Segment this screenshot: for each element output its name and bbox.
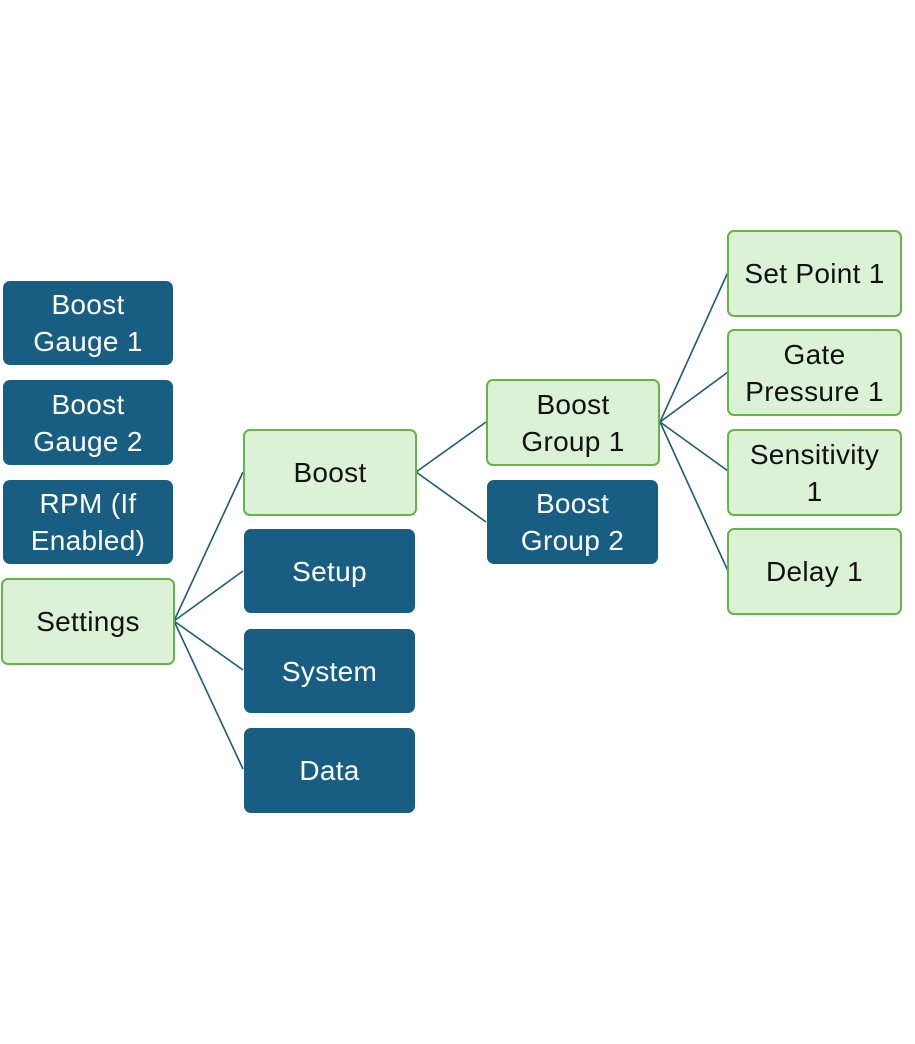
node-gate-pressure-1[interactable]: Gate Pressure 1 [727, 329, 902, 416]
node-system[interactable]: System [244, 629, 415, 713]
node-settings[interactable]: Settings [1, 578, 175, 665]
node-set-point-1[interactable]: Set Point 1 [727, 230, 902, 317]
connector-group1-set-point [659, 271, 729, 423]
node-sensitivity-1[interactable]: Sensitivity 1 [727, 429, 902, 516]
node-rpm[interactable]: RPM (If Enabled) [3, 480, 173, 564]
connector-group1-gate-pressure [659, 371, 729, 423]
node-data[interactable]: Data [244, 728, 415, 813]
connector-settings-data [173, 620, 244, 770]
node-delay-1[interactable]: Delay 1 [727, 528, 902, 615]
node-boost-gauge-1[interactable]: Boost Gauge 1 [3, 281, 173, 365]
connector-settings-setup [173, 570, 244, 622]
connector-boost-group-2 [415, 471, 487, 523]
connector-boost-group-1 [415, 421, 487, 473]
connector-settings-boost [173, 471, 244, 622]
connector-group1-delay [659, 421, 729, 572]
node-boost-gauge-2[interactable]: Boost Gauge 2 [3, 380, 173, 465]
connector-group1-sensitivity [659, 421, 729, 472]
node-boost-group-1[interactable]: Boost Group 1 [486, 379, 660, 466]
node-boost[interactable]: Boost [243, 429, 417, 516]
connector-settings-system [173, 620, 244, 671]
node-boost-group-2[interactable]: Boost Group 2 [487, 480, 658, 564]
node-setup[interactable]: Setup [244, 529, 415, 613]
